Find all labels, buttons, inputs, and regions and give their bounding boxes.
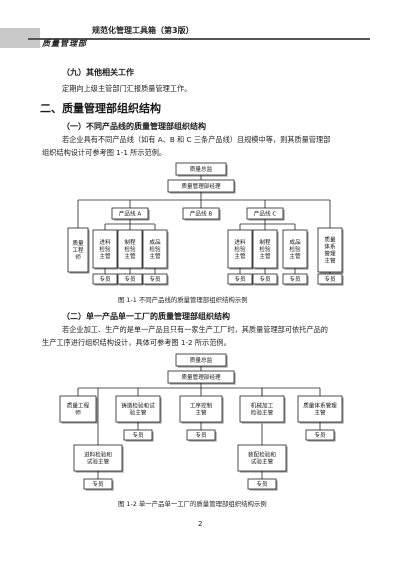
subsection1-body-line1: 若企业具有不同产品线（如有 A、B 和 C 三条产品线）且规模中等，则其质量管理… [62,135,331,144]
subsection1-title: （一）不同产品线的质量管理部组织结构 [62,122,206,131]
fig1-box-line-a-label: 产品线 A [119,210,142,218]
fig1-box-a-staff-1-label: 专员 [99,275,111,283]
figure1-caption: 图 1-1 不同产品线的质量管理部组织结构示例 [118,296,248,304]
section2-heading: 二、质量管理部组织结构 [40,102,161,115]
fig1-box-c-incoming-label: 进料检验主管 [234,238,246,260]
fig1-box-c-incoming: 进料检验主管 [227,229,254,270]
fig1-box-quality-engineer: 质量工程师 [67,227,90,274]
fig2-box-incoming-staff-label: 专员 [92,480,104,488]
fig2-box-assembly-staff-label: 专员 [256,480,268,488]
fig2-box-process-label: 工序控制主管 [190,402,213,417]
subsection2-body-line2: 生产工序进行组织结构设计，具体可参考图 1-2 所示范例。 [42,338,231,347]
header-rule [28,38,370,40]
fig2-box-incoming-label: 进料检验和试验主管 [84,451,112,466]
fig1-box-qm-manager: 质量管理部经理 [167,179,236,194]
fig2-box-assembly: 装配检验和试验主管 [237,444,288,473]
fig2-box-machining: 机械加工检验主管 [239,395,286,424]
fig2-box-staff-2-label: 专员 [195,431,207,439]
header-decoration [0,28,40,48]
running-header-title: 规范化管理工具箱（第3版） [92,26,194,35]
fig2-box-staff-1: 专员 [123,429,154,442]
figure2-caption: 图 1-2 单一产品单一工厂的质量管理部组织结构示例 [118,500,267,508]
fig2-box-quality-director: 质量总监 [175,353,228,368]
fig2-box-qm-manager: 质量管理部经理 [167,370,236,385]
fig2-box-staff-3: 专员 [305,429,336,442]
fig1-box-quality-director-label: 质量总监 [190,165,213,173]
fig1-box-c-process-label: 制程检验主管 [259,238,271,260]
fig1-box-c-staff-3-label: 专员 [289,275,301,283]
fig1-box-a-staff-3-label: 专员 [149,275,161,283]
fig2-box-staff-3-label: 专员 [314,431,326,439]
section9-title: （九）其他相关工作 [62,68,134,77]
running-header-section: 质量管理部 [42,39,87,48]
fig2-box-process: 工序控制主管 [179,395,224,424]
fig1-box-c-finished-label: 成品检验主管 [289,238,301,260]
fig1-box-quality-system-label: 质量体系管理主管 [324,236,336,265]
fig1-box-a-incoming: 进料检验主管 [92,229,119,270]
fig2-box-incoming: 进料检验和试验主管 [73,444,124,473]
fig1-box-a-process: 制程检验主管 [117,229,144,270]
fig2-box-qm-manager-label: 质量管理部经理 [181,373,221,381]
fig2-box-machining-label: 机械加工检验主管 [251,402,274,417]
fig1-box-c-staff-3: 专员 [282,273,309,286]
fig2-box-quality-engineer-label: 质量工程师 [67,402,90,417]
fig1-box-line-c-label: 产品线 C [254,210,277,218]
fig1-box-a-staff-3: 专员 [142,273,169,286]
fig1-box-a-staff-2-label: 专员 [124,275,136,283]
fig1-box-c-finished: 成品检验主管 [282,229,309,270]
fig2-box-quality-director-label: 质量总监 [190,356,213,364]
fig2-box-quality-system-label: 质量体系管理主管 [303,402,337,417]
fig2-box-assembly-label: 装配检验和试验主管 [248,451,276,466]
fig1-box-qs-staff: 专员 [317,273,344,286]
subsection2-title: （二）单一产品单一工厂的质量管理部组织结构 [62,312,230,321]
page-number: 2 [198,520,203,528]
fig1-box-c-process: 制程检验主管 [252,229,279,270]
fig1-box-quality-system: 质量体系管理主管 [317,227,344,274]
fig1-box-a-finished: 成品检验主管 [142,229,169,270]
fig2-box-quality-system: 质量体系管理主管 [297,395,344,424]
fig1-box-c-staff-1-label: 专员 [234,275,246,283]
fig1-box-qs-staff-label: 专员 [324,275,336,283]
fig2-box-assembly-staff: 专员 [247,478,278,491]
fig1-box-qm-manager-label: 质量管理部经理 [181,182,221,190]
fig2-box-casting-label: 铸造检验和试验主管 [121,402,155,417]
fig1-box-a-finished-label: 成品检验主管 [149,238,161,260]
fig2-box-casting: 铸造检验和试验主管 [115,395,162,424]
fig2-box-staff-2: 专员 [186,429,217,442]
section9-body: 定期向上级主管部门汇报质量管理工作。 [62,84,192,93]
fig1-box-line-b: 产品线 B [182,207,221,221]
fig1-box-line-c: 产品线 C [246,207,285,221]
fig1-box-a-staff-1: 专员 [92,273,119,286]
fig2-box-incoming-staff: 专员 [83,478,114,491]
fig1-box-c-staff-1: 专员 [227,273,254,286]
fig1-box-line-a: 产品线 A [111,207,150,221]
subsection2-body-line1: 若企业加工、生产的是单一产品且只有一家生产工厂时，其质量管理部可依托产品的 [62,325,328,334]
fig2-box-quality-engineer: 质量工程师 [59,395,98,424]
fig1-box-line-b-label: 产品线 B [190,210,213,218]
fig2-box-staff-1-label: 专员 [132,431,144,439]
fig1-box-a-staff-2: 专员 [117,273,144,286]
fig1-box-a-incoming-label: 进料检验主管 [99,238,111,260]
fig1-box-quality-engineer-label: 质量工程师 [72,239,84,261]
fig1-box-a-process-label: 制程检验主管 [124,238,136,260]
fig1-box-c-staff-2-label: 专员 [259,275,271,283]
subsection1-body-line2: 组织结构设计可参考图 1-1 所示范例。 [42,148,167,157]
fig1-box-c-staff-2: 专员 [252,273,279,286]
fig1-box-quality-director: 质量总监 [175,162,228,177]
